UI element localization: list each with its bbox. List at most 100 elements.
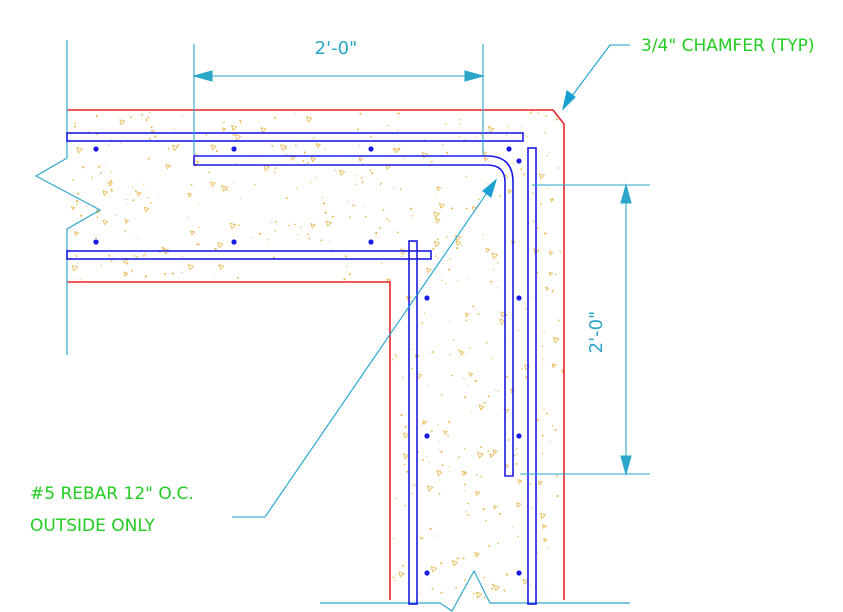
aggregate-stone bbox=[218, 264, 225, 270]
aggregate-speck bbox=[511, 526, 514, 528]
aggregate-speck bbox=[105, 164, 107, 167]
aggregate-speck bbox=[392, 537, 395, 540]
aggregate-speck bbox=[108, 254, 111, 257]
aggregate-speck bbox=[110, 260, 113, 262]
aggregate-speck bbox=[386, 124, 389, 127]
aggregate-speck bbox=[450, 207, 453, 210]
aggregate-speck bbox=[375, 231, 378, 235]
aggregate-speck bbox=[398, 148, 401, 151]
aggregate-stone bbox=[438, 202, 445, 209]
aggregate-speck bbox=[354, 175, 356, 177]
aggregate-speck bbox=[100, 264, 102, 267]
aggregate-speck bbox=[274, 116, 277, 119]
aggregate-speck bbox=[438, 493, 441, 495]
aggregate-speck bbox=[551, 591, 553, 593]
rebar-dot bbox=[368, 146, 374, 152]
aggregate-stone bbox=[71, 264, 79, 272]
aggregate-speck bbox=[484, 182, 486, 184]
aggregate-speck bbox=[198, 202, 200, 204]
aggregate-speck bbox=[441, 279, 443, 281]
aggregate-speck bbox=[465, 511, 468, 513]
aggregate-speck bbox=[462, 557, 465, 560]
aggregate-speck bbox=[369, 169, 372, 171]
aggregate-speck bbox=[309, 182, 312, 184]
aggregate-speck bbox=[431, 587, 434, 590]
aggregate-stone bbox=[402, 432, 410, 439]
aggregate-speck bbox=[380, 182, 382, 185]
aggregate-speck bbox=[470, 411, 472, 413]
aggregate-stone bbox=[136, 191, 142, 197]
aggregate-speck bbox=[536, 226, 539, 229]
aggregate-speck bbox=[465, 319, 468, 322]
chamfer-leader-line bbox=[565, 44, 630, 105]
aggregate-speck bbox=[302, 159, 305, 162]
aggregate-speck bbox=[532, 192, 534, 194]
aggregate-speck bbox=[505, 573, 509, 576]
chamfer-note: 3/4" CHAMFER (TYP) bbox=[641, 36, 815, 56]
aggregate-speck bbox=[515, 462, 518, 465]
aggregate-speck bbox=[555, 475, 558, 478]
left-break-line bbox=[34, 40, 102, 355]
aggregate-speck bbox=[195, 153, 197, 155]
aggregate-stone bbox=[339, 169, 346, 176]
aggregate-speck bbox=[73, 125, 76, 128]
chamfer-leader-arrow bbox=[562, 90, 576, 111]
aggregate-speck bbox=[446, 236, 448, 238]
rebar bbox=[66, 132, 537, 605]
aggregate-speck bbox=[533, 220, 535, 223]
aggregate-speck bbox=[472, 592, 475, 595]
aggregate-speck bbox=[478, 198, 480, 200]
aggregate-speck bbox=[559, 251, 562, 253]
aggregate-speck bbox=[267, 239, 269, 241]
aggregate-speck bbox=[427, 385, 429, 387]
aggregate-speck bbox=[463, 377, 465, 380]
rebar-leader-arrow bbox=[482, 178, 498, 198]
rebar-dot bbox=[368, 239, 374, 245]
aggregate-stone bbox=[143, 206, 150, 213]
aggregate-stone bbox=[310, 223, 316, 229]
aggregate-speck bbox=[437, 423, 439, 426]
aggregate-stone bbox=[548, 250, 554, 256]
aggregate-stone bbox=[165, 163, 172, 170]
aggregate-speck bbox=[108, 144, 110, 147]
aggregate-speck bbox=[208, 171, 211, 174]
rebar-leader-line bbox=[232, 183, 494, 518]
aggregate-stone bbox=[187, 264, 195, 271]
aggregate-stone bbox=[393, 147, 400, 154]
aggregate-speck bbox=[487, 395, 490, 398]
aggregate-speck bbox=[76, 262, 79, 264]
aggregate-speck bbox=[388, 220, 391, 222]
aggregate-speck bbox=[148, 111, 151, 113]
aggregate-speck bbox=[382, 208, 385, 211]
aggregate-speck bbox=[497, 542, 499, 545]
aggregate-speck bbox=[463, 483, 466, 486]
aggregate-speck bbox=[532, 506, 534, 509]
aggregate-speck bbox=[463, 579, 466, 582]
aggregate-speck bbox=[126, 204, 128, 206]
aggregate-speck bbox=[132, 186, 134, 188]
aggregate-speck bbox=[551, 425, 554, 427]
aggregate-stone bbox=[507, 189, 513, 194]
aggregate-stone bbox=[500, 311, 507, 318]
aggregate-stone bbox=[477, 451, 484, 459]
aggregate-speck bbox=[125, 198, 127, 201]
aggregate-speck bbox=[239, 198, 241, 200]
aggregate-stone bbox=[119, 119, 126, 126]
aggregate-speck bbox=[541, 434, 544, 437]
aggregate-speck bbox=[216, 150, 218, 153]
aggregate-speck bbox=[540, 203, 542, 206]
right-outer-bar bbox=[527, 147, 537, 605]
aggregate-speck bbox=[359, 112, 362, 115]
aggregate-speck bbox=[546, 412, 549, 415]
aggregate-speck bbox=[110, 180, 113, 183]
aggregate-speck bbox=[429, 527, 432, 530]
aggregate-stone bbox=[489, 453, 494, 459]
aggregate-speck bbox=[226, 188, 228, 191]
aggregate-speck bbox=[348, 272, 351, 275]
top-inner-bar bbox=[66, 250, 432, 260]
aggregate-speck bbox=[147, 196, 150, 199]
aggregate-speck bbox=[274, 167, 277, 169]
aggregate-speck bbox=[412, 349, 414, 351]
rebar-dot bbox=[424, 433, 430, 439]
